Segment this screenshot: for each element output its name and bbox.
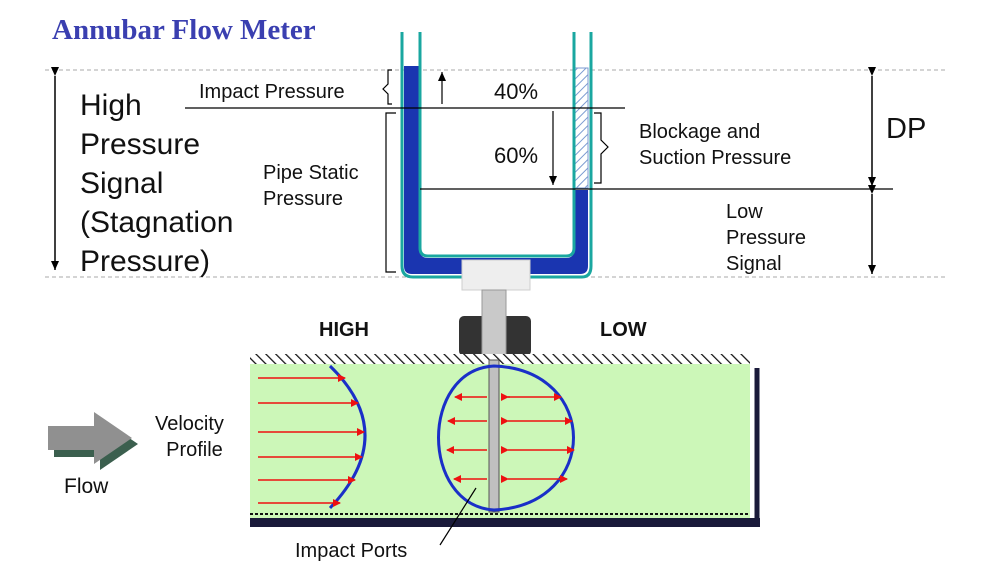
pipe-static-bracket	[385, 112, 396, 273]
high-pressure-signal-label: High Pressure Signal (Stagnation Pressur…	[80, 86, 233, 281]
high-signal-line-2: Pressure	[80, 128, 201, 161]
low-side-label: LOW	[600, 319, 647, 341]
flow-arrow-icon	[48, 412, 138, 470]
impact-ports-leader	[439, 487, 477, 546]
pipe-static-line-1: Pipe Static	[263, 162, 359, 184]
impact-pressure-brace	[382, 69, 392, 105]
impact-ports-label: Impact Ports	[295, 540, 408, 562]
page-title: Annubar Flow Meter	[52, 14, 316, 46]
high-side-label: HIGH	[319, 319, 369, 341]
blockage-line-1: Blockage and	[639, 121, 761, 143]
left-velocity-profile-curve	[328, 364, 367, 510]
dp-label: DP	[886, 113, 927, 145]
low-signal-line-1: Low	[726, 201, 763, 223]
low-signal-line-3: Signal	[726, 253, 782, 275]
high-signal-line-4: (Stagnation	[80, 206, 234, 239]
high-signal-line-1: High	[80, 89, 142, 122]
blockage-brace	[594, 112, 609, 184]
pipe-top-wall	[250, 354, 750, 364]
pipe-static-line-2: Pressure	[263, 188, 344, 210]
pct-60-label: 60%	[494, 143, 539, 168]
high-signal-line-3: Signal	[80, 167, 164, 200]
pct-40-label: 40%	[494, 79, 539, 104]
velocity-line-2: Profile	[166, 439, 223, 461]
stem	[481, 289, 507, 361]
pipe-static-pressure-label: Pipe Static Pressure	[263, 160, 359, 212]
velocity-line-1: Velocity	[155, 413, 224, 435]
probe-velocity-arrows	[446, 393, 575, 483]
blockage-line-2: Suction Pressure	[639, 147, 792, 169]
pipe-bottom-wall	[250, 518, 760, 527]
high-signal-line-5: Pressure)	[80, 245, 211, 278]
blockage-hatch	[573, 67, 589, 189]
annubar-probe	[488, 359, 500, 513]
impact-pressure-label: Impact Pressure	[199, 81, 345, 103]
left-velocity-arrows	[258, 374, 365, 507]
manifold-block	[461, 259, 531, 291]
flow-label: Flow	[64, 475, 109, 498]
pipe-interior	[250, 364, 750, 518]
low-pressure-signal-label: Low Pressure Signal	[726, 199, 806, 277]
velocity-profile-label: Velocity Profile	[155, 411, 224, 463]
blockage-suction-label: Blockage and Suction Pressure	[639, 119, 791, 171]
low-signal-line-2: Pressure	[726, 227, 807, 249]
